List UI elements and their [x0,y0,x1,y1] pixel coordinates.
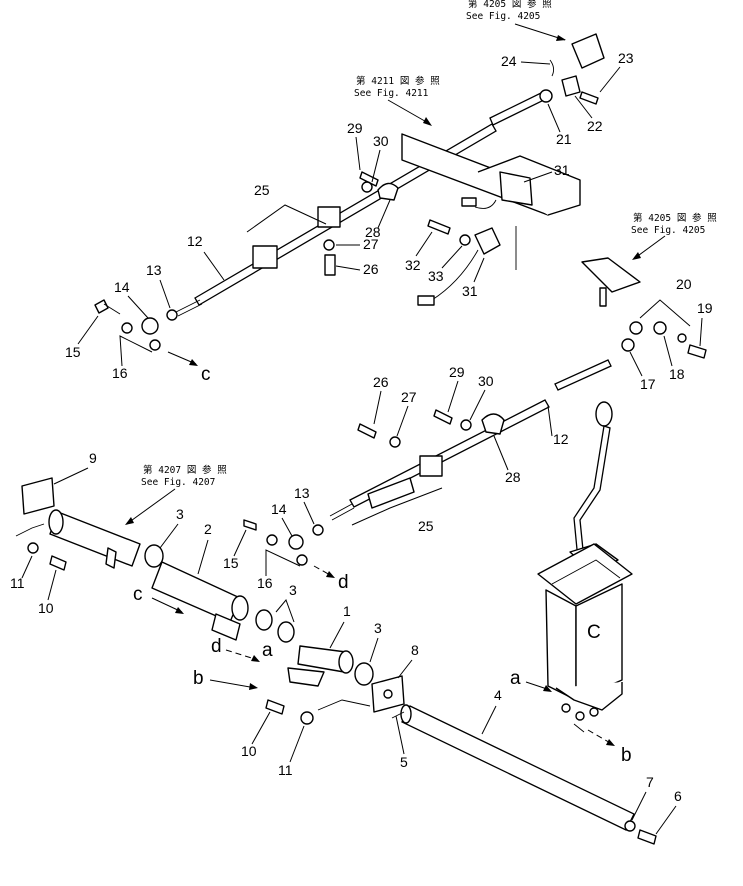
svg-text:第 4211 図 参 照: 第 4211 図 参 照 [356,75,440,87]
right-lever-bracket: 20 19 18 17 [581,257,713,392]
connection-c-top: c [201,364,211,385]
label-15-top: 15 [65,344,81,360]
label-9: 9 [89,450,97,466]
label-3-left: 3 [176,506,184,522]
label-24: 24 [501,53,517,69]
label-14-top: 14 [114,279,130,295]
label-27-top: 27 [363,236,379,252]
label-17: 17 [640,376,656,392]
label-14-mid: 14 [271,501,287,517]
svg-text:第 4205 図 参 照: 第 4205 図 参 照 [468,0,552,10]
connection-c-bottom: c [133,584,143,605]
label-20: 20 [676,276,692,292]
connection-a-left: a [262,640,273,661]
lower-left-assembly [15,477,405,725]
label-8: 8 [411,642,419,658]
label-3-right: 3 [374,620,382,636]
label-13-mid: 13 [294,485,310,501]
control-lever-housing: C a b [510,401,633,766]
reference-fig-4211: 第 4211 図 参 照 See Fig. 4211 [354,75,440,126]
upper-part-labels: 24 23 21 22 29 30 31 25 28 12 27 26 32 3… [65,50,634,385]
label-26-top: 26 [363,261,379,277]
label-31-top: 31 [554,162,570,178]
label-12-mid: 12 [553,431,569,447]
label-1: 1 [343,603,351,619]
label-25-mid: 25 [418,518,434,534]
label-21: 21 [556,131,572,147]
connection-d-mid: d [338,572,349,593]
label-11-bottom: 11 [278,762,293,778]
lower-left-labels: 9 3 2 11 10 3 1 3 8 10 11 c d a b [10,450,419,778]
label-10-left: 10 [38,600,54,616]
label-4: 4 [494,687,502,703]
label-28-top: 28 [365,224,381,240]
svg-text:See Fig. 4211: See Fig. 4211 [354,88,429,99]
label-11-left: 11 [10,575,25,591]
middle-linkage [243,359,612,566]
label-26-mid: 26 [373,374,389,390]
label-15-mid: 15 [223,555,239,571]
svg-text:See Fig. 4205: See Fig. 4205 [466,11,540,22]
svg-text:第 4207 図 参 照: 第 4207 図 参 照 [143,464,227,476]
label-22: 22 [587,118,603,134]
label-3-pair: 3 [289,582,297,598]
label-12-top: 12 [187,233,203,249]
label-13-top: 13 [146,262,162,278]
label-23: 23 [618,50,634,66]
label-6: 6 [674,788,682,804]
label-28-mid: 28 [505,469,521,485]
label-16-top: 16 [112,365,128,381]
label-25-top: 25 [254,182,270,198]
connection-b-right: b [621,745,632,766]
label-32: 32 [405,257,421,273]
connection-d-bottom: d [211,636,222,657]
reference-fig-4205-top: 第 4205 図 参 照 See Fig. 4205 [466,0,566,41]
connection-b-left: b [193,668,204,689]
label-33: 33 [428,268,444,284]
label-27-mid: 27 [401,389,417,405]
label-30-mid: 30 [478,373,494,389]
label-16-mid: 16 [257,575,273,591]
label-7: 7 [646,774,654,790]
connection-a-right: a [510,668,521,689]
label-10-bottom: 10 [241,743,257,759]
label-29-mid: 29 [449,364,465,380]
label-31-bottom: 31 [462,283,478,299]
svg-text:See Fig. 4205: See Fig. 4205 [631,225,705,236]
reference-fig-4205-right: 第 4205 図 参 照 See Fig. 4205 [631,212,717,260]
middle-part-labels: 26 27 29 30 12 28 13 14 15 16 25 d [223,364,569,593]
label-29: 29 [347,120,363,136]
label-19: 19 [697,300,713,316]
housing-mark: C [587,622,601,643]
label-2: 2 [204,521,212,537]
label-18: 18 [669,366,685,382]
label-5: 5 [400,754,408,770]
svg-text:See Fig. 4207: See Fig. 4207 [141,477,215,488]
svg-text:第 4205 図 参 照: 第 4205 図 参 照 [633,212,717,224]
reference-fig-4207: 第 4207 図 参 照 See Fig. 4207 [125,464,227,525]
upper-linkage [94,33,605,351]
long-rod-4: 4 5 7 6 [391,687,682,845]
label-30: 30 [373,133,389,149]
